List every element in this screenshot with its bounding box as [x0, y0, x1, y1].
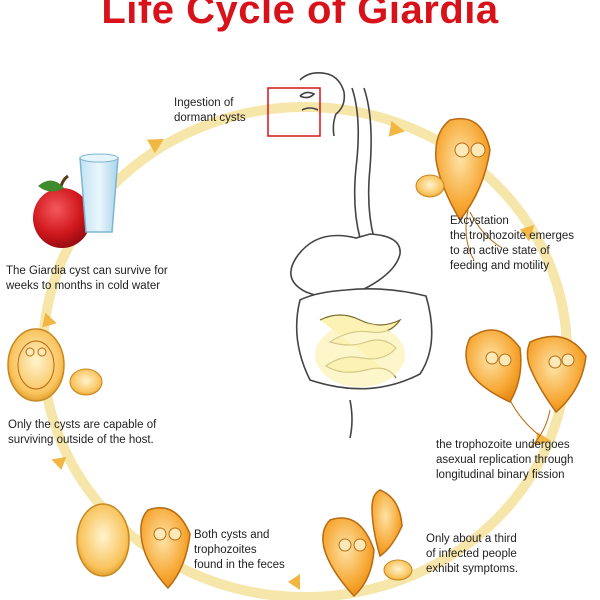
trophozoite-icon — [322, 489, 413, 598]
apple-icon — [33, 174, 91, 248]
label-excystation: Excystation the trophozoite emerges to a… — [450, 215, 575, 272]
cycle-arrow-icon — [42, 120, 552, 590]
label-replication: the trophozoite undergoes asexual replic… — [436, 439, 574, 481]
label-symptoms: Only about a third of infected people ex… — [426, 533, 519, 575]
label-cyst-survive: The Giardia cyst can survive for weeks t… — [6, 265, 168, 292]
trophozoite-icon — [465, 329, 587, 449]
cyst-icon — [7, 328, 103, 402]
trophozoite-icon — [76, 503, 191, 590]
water-glass-icon — [79, 153, 119, 233]
label-ingestion: Ingestion of dormant cysts — [174, 97, 246, 124]
label-feces: Both cysts and trophozoites found in the… — [194, 529, 285, 571]
trophozoite-icon — [415, 117, 503, 261]
label-cysts-outside: Only the cysts are capable of surviving … — [8, 419, 157, 446]
digestive-tract-icon — [267, 72, 433, 439]
page-title: Life Cycle of Giardia — [101, 0, 499, 32]
